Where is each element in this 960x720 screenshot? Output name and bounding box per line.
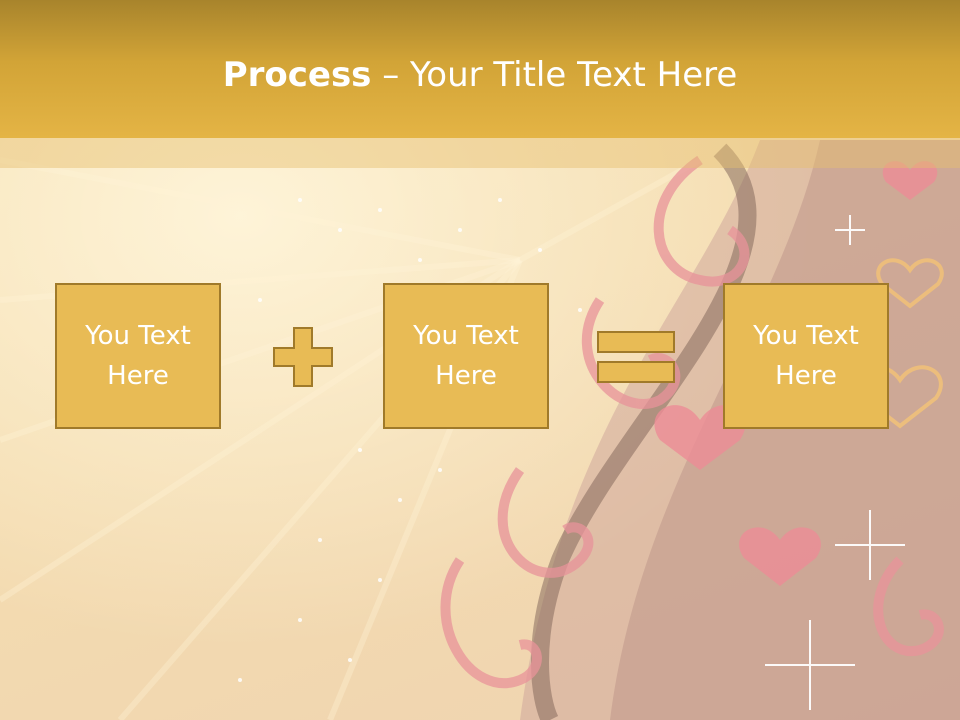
process-box-3-text: You Text Here [753, 321, 859, 391]
title-bar-fade [0, 138, 960, 168]
plus-icon [273, 327, 333, 387]
process-box-2-text: You Text Here [413, 321, 519, 391]
slide-title-bold: Process [222, 55, 372, 95]
slide-title: Process – Your Title Text Here [0, 52, 960, 98]
process-box-1-text: You Text Here [85, 321, 191, 391]
title-bar [0, 0, 960, 138]
equals-icon [597, 331, 675, 383]
slide-title-rest: – Your Title Text Here [371, 55, 738, 95]
process-box-1[interactable]: You Text Here [55, 283, 221, 429]
process-box-2[interactable]: You Text Here [383, 283, 549, 429]
process-box-3[interactable]: You Text Here [723, 283, 889, 429]
